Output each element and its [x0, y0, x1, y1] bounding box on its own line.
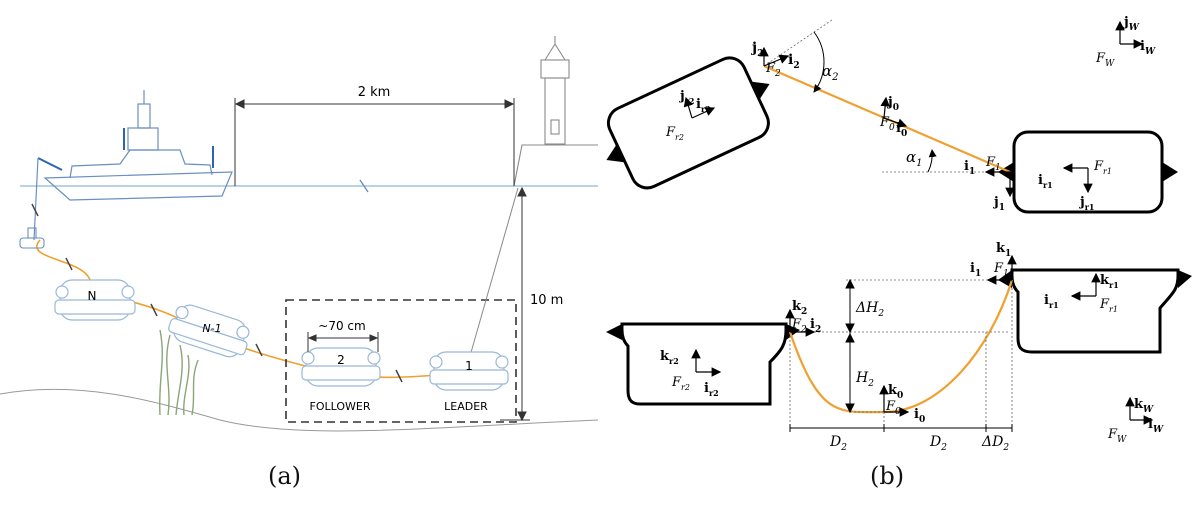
h2-label: H2: [855, 370, 874, 389]
spacing-label: ~70 cm: [318, 319, 365, 333]
alpha1-label: α1: [906, 148, 923, 169]
top-jr1-label: jr1: [1079, 195, 1095, 212]
height-dimension: [845, 278, 855, 414]
top-fw-label: FW: [1095, 51, 1115, 69]
seabed: [0, 388, 599, 432]
spacing-dimension: [307, 332, 379, 352]
top-f1-label: F1: [985, 155, 1001, 173]
side-kr1-label: kr1: [1100, 273, 1119, 290]
top-i1-label: i1: [964, 159, 975, 177]
side-f0-label: F0: [885, 399, 901, 417]
side-i2-label: i2: [810, 317, 821, 335]
width-dimension: [789, 424, 1013, 432]
side-i0-label: i0: [914, 407, 925, 425]
side-k0-label: k0: [888, 383, 903, 401]
side-robot-r1: [998, 268, 1192, 354]
side-ir2-label: ir2: [704, 381, 719, 398]
top-j0-label: j0: [887, 95, 899, 113]
robot-n: [54, 279, 136, 321]
top-robot-r2: [606, 56, 770, 190]
robot-n-minus-1-label: N-1: [202, 322, 221, 335]
side-kr2-label: kr2: [660, 349, 679, 366]
lighthouse-icon: [513, 36, 598, 187]
ship-icon: [33, 90, 233, 241]
surface-break-mark: [359, 179, 369, 193]
top-ir2-axis: [691, 107, 716, 119]
leader-label: LEADER: [444, 400, 488, 413]
panel-a-scenario: 2 km 10 m N: [0, 36, 599, 490]
top-f2-label: F2: [765, 61, 781, 79]
follower-label: FOLLOWER: [310, 400, 371, 413]
side-f2-label: F2: [791, 317, 807, 335]
side-k1-label: k1: [996, 241, 1011, 259]
top-i0-axis: [883, 117, 908, 128]
side-fr1-label: Fr1: [1099, 297, 1118, 314]
robot-n-minus-1: [168, 304, 250, 358]
alpha1-arc: [927, 149, 937, 173]
side-fw-label: FW: [1107, 427, 1127, 445]
distance-label: 2 km: [358, 85, 391, 100]
seagrass-icon: [158, 329, 199, 416]
top-jr2-axis: [683, 96, 694, 119]
buoy-icon: [19, 227, 45, 249]
top-j0-axis: [880, 96, 890, 119]
leader-tether: [469, 187, 519, 357]
alpha2-label: α2: [822, 62, 839, 83]
side-f1-label: F1: [993, 261, 1009, 279]
robot-1-label: 1: [465, 359, 473, 373]
caption-a: (a): [268, 462, 302, 490]
top-i2-axis: [763, 54, 790, 67]
top-cable-extension: [763, 19, 833, 67]
cable-break-marks: [31, 203, 403, 383]
dd2-label: ΔD2: [981, 434, 1009, 453]
robot-1: [429, 351, 509, 391]
robot-2-label: 2: [337, 353, 345, 367]
top-ir2-label: ir2: [696, 97, 711, 114]
top-i2-label: i2: [788, 52, 800, 71]
side-guides: [789, 279, 1013, 430]
side-fr2-label: Fr2: [671, 375, 690, 392]
d2a-label: D2: [829, 434, 847, 453]
side-ir1-label: ir1: [1044, 293, 1059, 310]
distance-dimension: [234, 98, 515, 186]
top-jw-label: jW: [1123, 15, 1140, 33]
depth-dimension: [500, 186, 530, 422]
panel-b-model: α2 α1 j2 F2 i2 jr2 ir2 Fr2 j0 F0 i0 i1 F…: [600, 0, 1198, 509]
top-fr2-label: Fr2: [665, 125, 684, 142]
robot-n-label: N: [88, 289, 97, 303]
depth-label: 10 m: [530, 293, 563, 308]
scenario-sketch: 2 km 10 m N: [0, 36, 599, 432]
side-robot-r2: [606, 322, 800, 406]
d2b-label: D2: [929, 434, 947, 453]
side-i1-label: i1: [970, 261, 981, 279]
top-jr2-label: jr2: [679, 89, 695, 106]
alpha2-arc: [813, 31, 825, 93]
side-iw-label: iW: [1148, 417, 1164, 435]
top-f0-label: F0: [879, 115, 895, 133]
top-j2-label: j2: [750, 40, 763, 59]
robot-2: [301, 347, 381, 387]
top-fr1-label: Fr1: [1093, 159, 1112, 176]
side-k2-label: k2: [792, 299, 807, 317]
leader-follower-box: [285, 299, 517, 423]
dh2-label: ΔH2: [855, 300, 884, 319]
caption-b: (b): [870, 462, 905, 490]
top-j1-label: j1: [993, 195, 1005, 213]
side-kw-label: kW: [1134, 397, 1154, 415]
top-ir1-label: ir1: [1038, 173, 1053, 190]
cable-model-diagram: α2 α1 j2 F2 i2 jr2 ir2 Fr2 j0 F0 i0 i1 F…: [606, 15, 1192, 453]
top-iw-label: iW: [1140, 39, 1156, 57]
top-i0-label: i0: [896, 121, 907, 139]
